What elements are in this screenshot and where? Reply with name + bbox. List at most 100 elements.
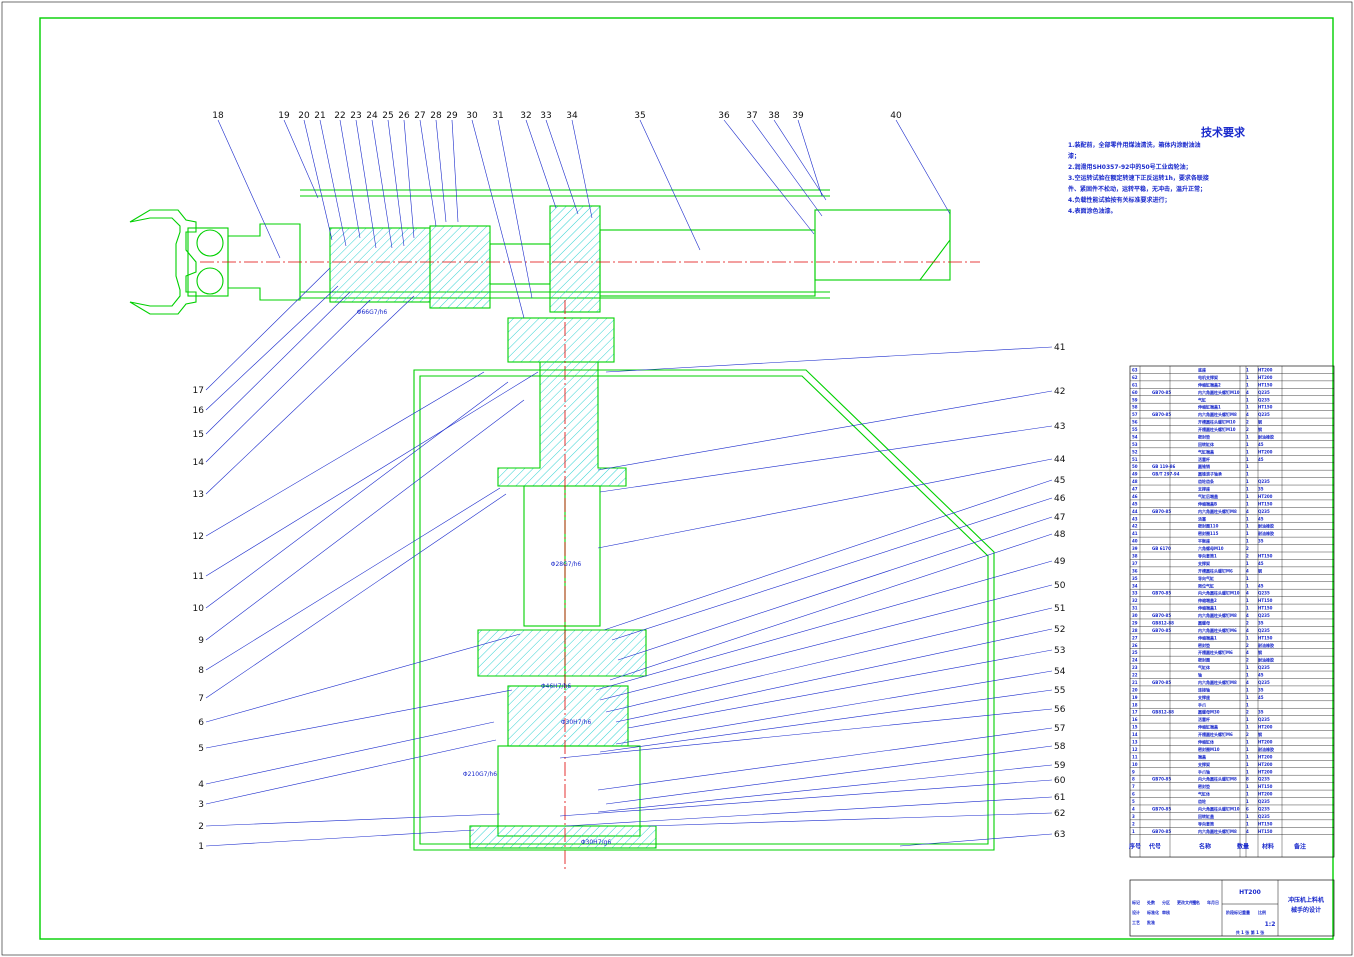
parts-row-name: 密封圈110 — [1197, 523, 1219, 529]
parts-row-name: 轴 — [1198, 672, 1202, 678]
parts-row-no: 21 — [1132, 680, 1138, 685]
parts-row-no: 37 — [1132, 561, 1138, 566]
parts-row-name: 密封圈M10 — [1197, 746, 1220, 752]
parts-row-code: GB70-85 — [1152, 777, 1171, 782]
callout-number: 40 — [890, 111, 902, 121]
dimension-label: Φ28G7/h6 — [551, 561, 582, 568]
parts-row-material: 耐油橡胶 — [1258, 746, 1274, 752]
callout-number: 18 — [212, 111, 224, 121]
title-block-scale: 1:2 — [1265, 921, 1276, 928]
parts-row-qty: 1 — [1246, 762, 1249, 767]
callout-number: 50 — [1054, 581, 1066, 591]
parts-row-no: 22 — [1132, 673, 1138, 678]
parts-row-no: 56 — [1132, 420, 1138, 425]
leader-line — [435, 119, 447, 223]
leader-line — [597, 458, 1053, 549]
parts-row-material: HT150 — [1258, 784, 1273, 789]
parts-row-qty: 1 — [1246, 539, 1249, 544]
parts-row-no: 31 — [1132, 606, 1138, 611]
leader-line — [895, 119, 951, 215]
parts-row-material: 钢 — [1258, 419, 1262, 425]
parts-row-qty: 1 — [1246, 821, 1249, 826]
parts-row-qty: 1 — [1246, 405, 1249, 410]
title-block: HT200冲压机上料机械手的设计1:2共 1 张 第 1 张标记处数分区更改文件… — [1129, 879, 1335, 937]
parts-row-qty: 4 — [1246, 568, 1249, 573]
parts-row-no: 53 — [1132, 442, 1138, 447]
parts-row-qty: 1 — [1246, 457, 1249, 462]
callout-number: 56 — [1054, 705, 1066, 715]
parts-row-name: 内六角圆柱头螺钉M8 — [1198, 612, 1237, 618]
leader-line — [205, 295, 415, 495]
parts-row-material: Q235 — [1258, 680, 1270, 685]
parts-row-material: HT150 — [1258, 382, 1273, 387]
parts-row-qty: 1 — [1246, 516, 1249, 521]
gripper-wrist — [227, 223, 301, 301]
parts-row-name: 齿轮 — [1198, 798, 1206, 804]
title-block-material: HT200 — [1239, 889, 1261, 896]
telescopic-cylinder — [329, 227, 431, 303]
callout-number: 12 — [193, 532, 204, 542]
callout-number: 34 — [566, 111, 578, 121]
parts-row-material: 耐油橡胶 — [1258, 433, 1274, 439]
parts-row-no: 45 — [1132, 501, 1138, 506]
parts-row-name: 密封垫 — [1197, 433, 1210, 439]
callout-number: 53 — [1054, 646, 1065, 656]
parts-row-no: 59 — [1132, 397, 1138, 402]
parts-row-qty: 2 — [1246, 710, 1249, 715]
callout-number: 1 — [198, 842, 204, 852]
title-block-field: 签名 — [1191, 899, 1200, 905]
title-block-stage-label: 重量 — [1242, 909, 1250, 915]
parts-row-code: GB70-85 — [1152, 509, 1171, 514]
parts-header-cell: 材料 — [1261, 843, 1274, 851]
parts-row-no: 7 — [1132, 784, 1135, 789]
callout-number: 29 — [446, 111, 458, 121]
parts-row-no: 10 — [1132, 762, 1138, 767]
parts-row-material: Q235 — [1258, 665, 1270, 670]
dimension-label: Φ66G7/h6 — [357, 309, 388, 316]
leader-line — [899, 833, 1053, 847]
parts-row-material: Q235 — [1258, 613, 1270, 618]
callout-number: 15 — [193, 430, 204, 440]
parts-row-material: Q235 — [1258, 814, 1270, 819]
callout-number: 61 — [1054, 793, 1065, 803]
callout-number: 48 — [1054, 530, 1066, 540]
tech-requirement-line: 件、紧固件不松动，运转平稳，无冲击，温升正常； — [1068, 186, 1207, 193]
leader-line — [205, 813, 501, 827]
parts-row-qty: 2 — [1246, 732, 1249, 737]
parts-row-material: HT150 — [1258, 606, 1273, 611]
callout-number: 10 — [193, 604, 205, 614]
leader-line — [205, 689, 513, 749]
leader-line — [559, 779, 1053, 817]
parts-row-material: HT150 — [1258, 598, 1273, 603]
parts-row-qty: 1 — [1246, 717, 1249, 722]
parts-row-name: 底座 — [1197, 367, 1206, 373]
parts-row-no: 42 — [1132, 524, 1138, 529]
callout-number: 41 — [1054, 343, 1065, 353]
parts-row-no: 1 — [1132, 829, 1135, 834]
title-block-field: 分区 — [1162, 899, 1170, 905]
parts-row-material: 钢 — [1258, 426, 1262, 432]
parts-row-name: 开槽圆柱头螺钉M6 — [1198, 567, 1233, 573]
callout-number: 2 — [198, 822, 204, 832]
parts-row-qty: 1 — [1246, 472, 1249, 477]
callout-number: 11 — [193, 572, 204, 582]
parts-row-material: 45 — [1258, 516, 1264, 521]
parts-row-material: Q235 — [1258, 799, 1270, 804]
tech-requirement-line: 1.装配前，全部零件用煤油清洗，箱体内涂耐油油 — [1068, 142, 1201, 149]
leader-line — [205, 299, 371, 463]
parts-row-material: 45 — [1258, 583, 1264, 588]
parts-row-no: 17 — [1132, 710, 1138, 715]
parts-row-name: 支撑架 — [1197, 560, 1210, 566]
callout-number: 59 — [1054, 761, 1066, 771]
dimension-label: Φ46H7/h6 — [541, 683, 572, 690]
parts-row-name: 内六角圆柱头螺钉M6 — [1198, 627, 1237, 633]
parts-row-name: 手爪轴 — [1198, 768, 1210, 774]
parts-row-qty: 1 — [1246, 487, 1249, 492]
parts-header-cell: 名称 — [1199, 843, 1211, 851]
parts-row-name: 气缸后端盖 — [1197, 493, 1218, 499]
parts-row-no: 38 — [1132, 554, 1138, 559]
callout-number: 45 — [1054, 476, 1065, 486]
parts-row-qty: 1 — [1246, 375, 1249, 380]
parts-row-no: 61 — [1132, 382, 1138, 387]
counterweight — [815, 209, 951, 281]
